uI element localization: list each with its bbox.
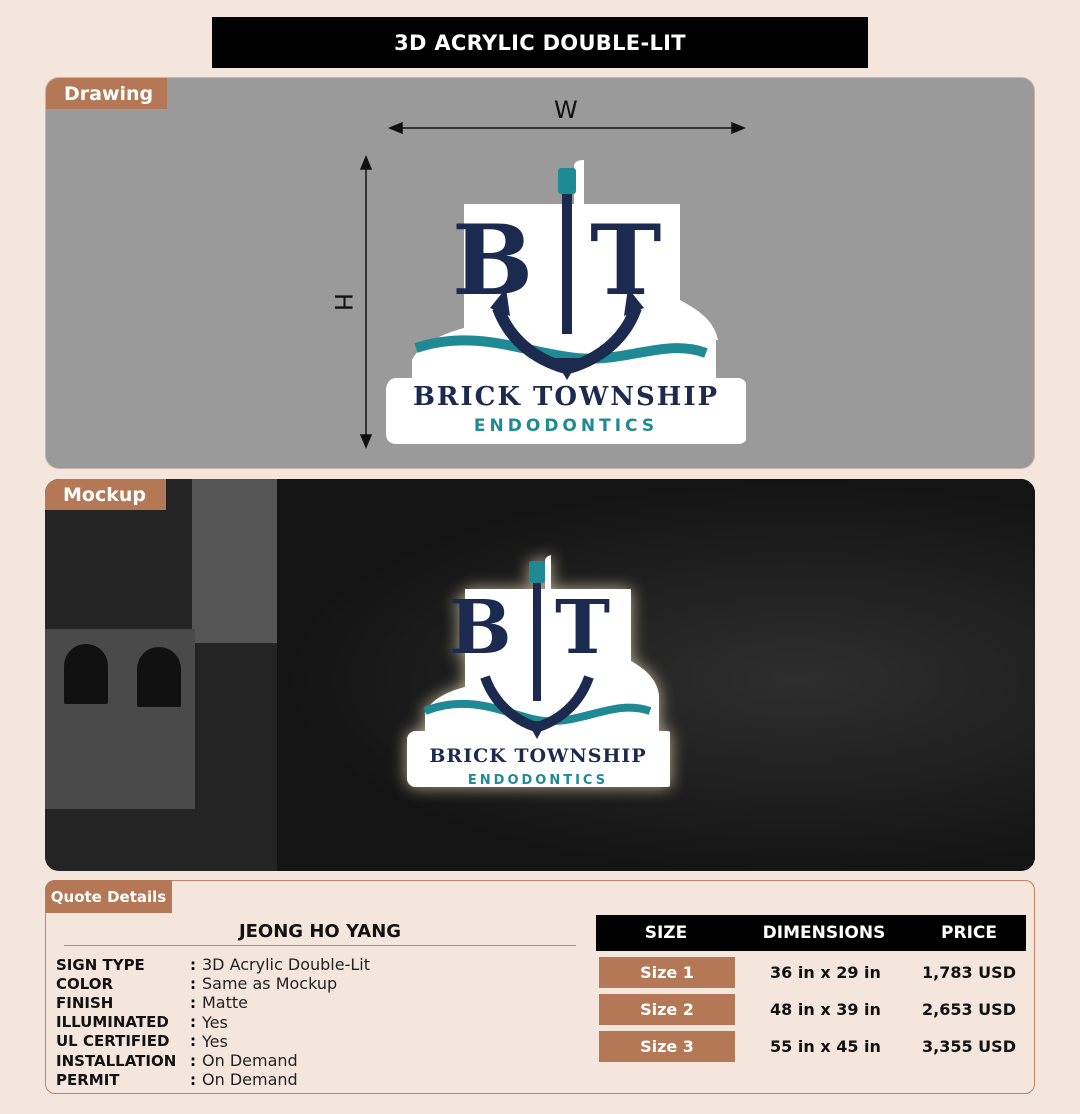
- logo-letter-b: B: [452, 204, 534, 317]
- price-table-header: SIZE DIMENSIONS PRICE: [596, 915, 1026, 951]
- stone-column: [192, 479, 277, 643]
- quote-tag: Quote Details: [45, 880, 172, 913]
- table-row: Size 3 55 in x 45 in 3,355 USD: [596, 1031, 1026, 1062]
- table-row: Size 2 48 in x 39 in 2,653 USD: [596, 994, 1026, 1025]
- spec-key: UL CERTIFIED: [56, 1032, 170, 1051]
- spec-row: COLOR : Same as Mockup: [56, 974, 370, 993]
- spec-colon: :: [190, 993, 196, 1012]
- spec-value: 3D Acrylic Double-Lit: [202, 955, 370, 975]
- spec-key: ILLUMINATED: [56, 1013, 169, 1032]
- logo-line-2: ENDODONTICS: [467, 773, 609, 788]
- dimensions-cell: 36 in x 29 in: [770, 963, 881, 982]
- height-label: H: [329, 292, 358, 312]
- spec-row: ILLUMINATED : Yes: [56, 1013, 370, 1032]
- dimensions-cell: 48 in x 39 in: [770, 1000, 881, 1019]
- header-price: PRICE: [941, 923, 997, 943]
- client-name: JEONG HO YANG: [238, 921, 402, 942]
- spec-colon: :: [190, 1070, 196, 1089]
- spec-value: On Demand: [202, 1051, 298, 1071]
- size-cell: Size 3: [599, 1031, 735, 1062]
- dimensions-cell: 55 in x 45 in: [770, 1037, 881, 1056]
- spec-value: Yes: [202, 1012, 228, 1032]
- drawing-panel: Drawing W H B T BRICK TOWNSHIP END: [45, 77, 1035, 469]
- header-size: SIZE: [644, 923, 688, 943]
- mockup-panel: Mockup B T BRICK TOWNSHIP ENDODONTICS: [45, 479, 1035, 871]
- mockup-logo: B T BRICK TOWNSHIP ENDODONTICS: [405, 551, 670, 801]
- price-cell: 1,783 USD: [922, 963, 1016, 982]
- spec-colon: :: [190, 1013, 196, 1032]
- spec-value: Same as Mockup: [202, 974, 338, 994]
- spec-value: On Demand: [202, 1070, 298, 1090]
- spec-key: SIGN TYPE: [56, 955, 145, 974]
- header-dimensions: DIMENSIONS: [762, 923, 886, 943]
- price-table: SIZE DIMENSIONS PRICE Size 1 36 in x 29 …: [596, 915, 1026, 1062]
- table-row: Size 1 36 in x 29 in 1,783 USD: [596, 957, 1026, 988]
- spec-key: PERMIT: [56, 1070, 120, 1089]
- spec-value: Matte: [202, 993, 248, 1013]
- spec-value: Yes: [202, 1031, 228, 1051]
- spec-colon: :: [190, 1051, 196, 1070]
- spec-key: COLOR: [56, 974, 114, 993]
- logo-letter-t: T: [555, 585, 611, 671]
- logo-line-1: BRICK TOWNSHIP: [429, 745, 647, 767]
- logo-backing: [386, 160, 746, 444]
- width-label: W: [554, 96, 578, 124]
- spec-row: FINISH : Matte: [56, 993, 370, 1012]
- spec-list: SIGN TYPE : 3D Acrylic Double-Lit COLOR …: [56, 955, 370, 1089]
- logo-letter-t: T: [590, 204, 662, 317]
- spec-colon: :: [190, 974, 196, 993]
- size-cell: Size 2: [599, 994, 735, 1025]
- spec-row: INSTALLATION : On Demand: [56, 1051, 370, 1070]
- logo-line-1: BRICK TOWNSHIP: [412, 382, 720, 412]
- drawing-logo: B T BRICK TOWNSHIP ENDODONTICS: [386, 158, 746, 448]
- price-cell: 2,653 USD: [922, 1000, 1016, 1019]
- mockup-tag: Mockup: [45, 479, 166, 510]
- size-cell: Size 1: [599, 957, 735, 988]
- drawing-tag: Drawing: [46, 78, 167, 109]
- logo-line-2: ENDODONTICS: [473, 416, 659, 436]
- page-title: 3D ACRYLIC DOUBLE-LIT: [212, 17, 868, 68]
- dimension-arrows: [359, 121, 746, 449]
- spec-row: SIGN TYPE : 3D Acrylic Double-Lit: [56, 955, 370, 974]
- spec-row: UL CERTIFIED : Yes: [56, 1032, 370, 1051]
- spec-row: PERMIT : On Demand: [56, 1070, 370, 1089]
- spec-key: FINISH: [56, 993, 114, 1012]
- pendant-lamp: [137, 647, 181, 707]
- logo-letter-b: B: [449, 585, 512, 671]
- divider: [64, 945, 576, 946]
- wall-right: [277, 479, 1035, 871]
- price-cell: 3,355 USD: [922, 1037, 1016, 1056]
- spec-key: INSTALLATION: [56, 1051, 177, 1070]
- logo-backing: [407, 555, 670, 787]
- spec-colon: :: [190, 955, 196, 974]
- spec-colon: :: [190, 1032, 196, 1051]
- quote-details: Quote Details JEONG HO YANG SIGN TYPE : …: [45, 880, 1035, 1094]
- pendant-lamp: [64, 644, 108, 704]
